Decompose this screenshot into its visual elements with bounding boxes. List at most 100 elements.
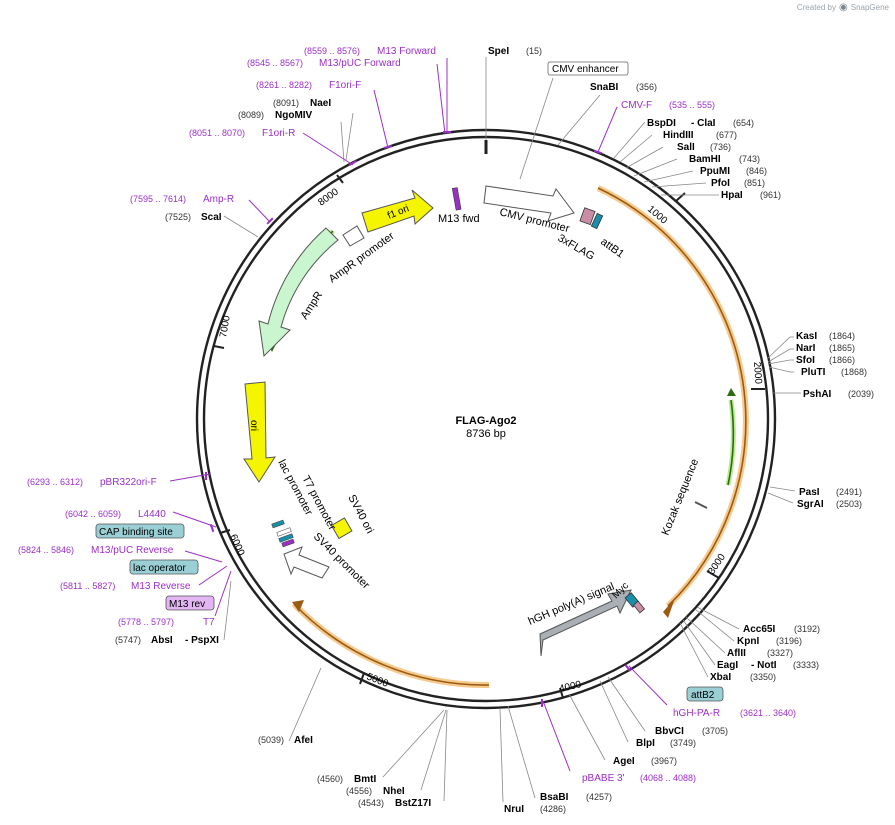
enzyme-pos: (3192) <box>794 624 820 634</box>
lac-promoter-feature <box>276 527 292 537</box>
enzyme-name: SpeI <box>488 46 509 57</box>
leader-lines <box>223 57 801 803</box>
enzyme-pos: (7525) <box>165 212 191 222</box>
ori-feature <box>243 381 276 483</box>
hgh-polya-feature <box>539 589 632 657</box>
enzyme-name: BstZ17I <box>395 798 431 809</box>
lac-operator-label: lac operator <box>133 563 186 574</box>
enzyme-pos: (4543) <box>358 798 384 808</box>
primer-range: (6293 .. 6312) <box>27 477 83 487</box>
enzyme-pos: (4286) <box>540 804 566 814</box>
primer-site-markers <box>205 131 632 707</box>
enzyme-name: NarI <box>796 343 816 354</box>
enzyme-name: HindIII <box>663 130 694 141</box>
enzyme-pos: (1864) <box>829 331 855 341</box>
enzyme-pos: (654) <box>733 118 754 128</box>
enzyme-pos: (3196) <box>776 636 802 646</box>
cap-binding-site-label: CAP binding site <box>99 527 173 538</box>
primer-range: (5778 .. 5797) <box>118 617 174 627</box>
enzyme-name: SgrAI <box>797 499 824 510</box>
enzyme-sep: - PspXI <box>185 635 219 646</box>
enzyme-pos: (8091) <box>273 98 299 108</box>
ago2-cds-arc <box>597 187 747 607</box>
primer-name: hGH-PA-R <box>673 708 720 719</box>
primer-range: (535 .. 555) <box>669 100 715 110</box>
enzyme-pos: (1868) <box>841 367 867 377</box>
lower-cds-arc <box>293 603 490 686</box>
primer-name: M13 Forward <box>377 46 436 57</box>
enzyme-name: AfeI <box>294 735 313 746</box>
enzyme-name: AbsI <box>151 635 173 646</box>
enzyme-name: AgeI <box>613 756 635 767</box>
enzyme-pos: (2039) <box>848 389 874 399</box>
kozak-label: Kozak sequence <box>660 457 702 537</box>
enzyme-pos: (851) <box>744 178 765 188</box>
primer-range: (8559 .. 8576) <box>304 46 360 56</box>
snapgene-logo-icon: ◉ <box>839 2 848 13</box>
enzyme-name: BsaBI <box>540 792 569 803</box>
enzyme-name: AflII <box>727 648 746 659</box>
enzyme-pos: (3705) <box>702 726 728 736</box>
lac-operator-box <box>129 559 199 575</box>
primer-leaders <box>169 58 668 772</box>
enzyme-pos: (5039) <box>258 735 284 745</box>
primer-name: F1ori-F <box>329 80 361 91</box>
cmv-enhancer-label: CMV enhancer <box>552 64 619 75</box>
enzyme-pos: (1866) <box>829 355 855 365</box>
primer-name: M13 Reverse <box>131 581 191 592</box>
enzyme-sep: - ClaI <box>691 118 716 129</box>
enzyme-pos: (3967) <box>651 756 677 766</box>
cmv-promoter-feature <box>483 185 575 222</box>
flag3x-feature <box>590 212 604 230</box>
enzyme-pos: (2503) <box>836 499 862 509</box>
enzyme-sep: - NotI <box>751 660 777 671</box>
enzyme-name: PasI <box>799 487 820 498</box>
enzyme-pos: (3749) <box>670 738 696 748</box>
backbone-ticks <box>213 174 765 699</box>
enzyme-name: BbvCI <box>655 726 684 737</box>
f1-ori-feature <box>361 189 434 233</box>
sv40-ori-feature <box>330 517 353 540</box>
ori-label: ori <box>248 420 259 431</box>
enzyme-name: PluTI <box>801 367 826 378</box>
attb2-box <box>686 686 724 702</box>
m13-fwd-label: M13 fwd <box>438 213 480 225</box>
enzyme-pos: (846) <box>746 166 767 176</box>
enzyme-name: BspDI <box>647 118 676 129</box>
ampr-promoter-feature <box>342 225 365 247</box>
enzyme-name: KasI <box>796 331 817 342</box>
ampr-label: AmpR <box>298 289 325 321</box>
tick-label-2000: 2000 <box>751 361 764 384</box>
m13-rev-label: M13 rev <box>169 599 205 610</box>
enzyme-name: NheI <box>383 786 405 797</box>
sv40-promoter-feature <box>283 546 330 579</box>
green-cds-arrowhead-icon <box>727 388 736 396</box>
attb2-label: attB2 <box>691 690 715 701</box>
enzyme-pos: (3327) <box>767 648 793 658</box>
enzyme-labels-right: SpeI (15) SnaBI (356) BspDI - ClaI (654)… <box>488 46 874 815</box>
watermark-prefix: Created by <box>796 3 836 12</box>
enzyme-pos: (743) <box>739 154 760 164</box>
enzyme-pos: (4556) <box>346 786 372 796</box>
enzyme-pos: (356) <box>636 82 657 92</box>
lower-cds-arc-glow <box>291 601 490 689</box>
enzyme-pos: (1865) <box>829 343 855 353</box>
primer-name: pBR322ori-F <box>100 477 157 488</box>
enzyme-name: NgoMIV <box>275 110 313 121</box>
primer-name: F1ori-R <box>262 128 295 139</box>
cap-binding-site-box <box>95 523 185 539</box>
sv40-promoter-label: SV40 promoter <box>311 531 372 592</box>
primer-name: Amp-R <box>203 194 234 205</box>
enzyme-name: SfoI <box>796 355 815 366</box>
primer-range: (6042 .. 6059) <box>65 509 121 519</box>
primer-name: pBABE 3' <box>582 773 625 784</box>
enzyme-name: HpaI <box>721 190 743 201</box>
enzyme-name: NaeI <box>310 98 331 109</box>
green-cds-arc <box>727 399 735 486</box>
enzyme-pos: (4257) <box>586 792 612 802</box>
enzyme-pos: (8089) <box>238 110 264 120</box>
primer-range: (7595 .. 7614) <box>130 194 186 204</box>
ago2-arrowhead-icon <box>663 598 675 618</box>
enzyme-pos: (961) <box>760 190 781 200</box>
